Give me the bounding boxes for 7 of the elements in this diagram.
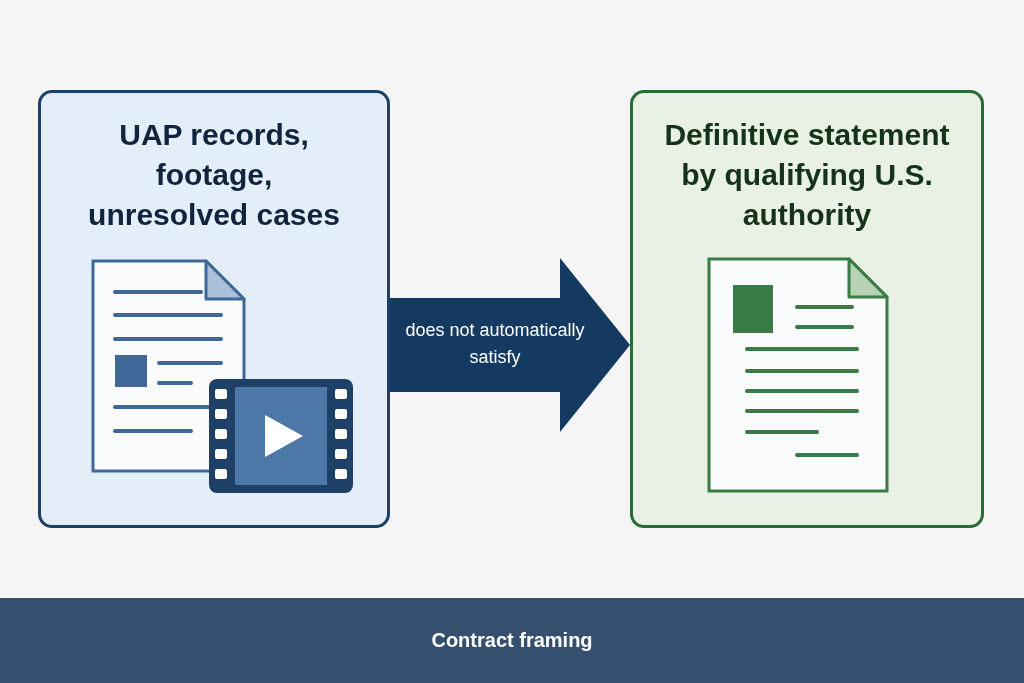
edge-label: does not automatically satisfy xyxy=(404,319,586,369)
panel-box xyxy=(630,90,984,528)
block-arrow xyxy=(390,258,630,432)
caption: Contract framing xyxy=(431,629,593,652)
panel-box xyxy=(38,90,390,528)
panel-heading: UAP records, footage, unresolved cases xyxy=(87,117,341,233)
panel-heading: Definitive statement by qualifying U.S. authority xyxy=(663,117,951,233)
